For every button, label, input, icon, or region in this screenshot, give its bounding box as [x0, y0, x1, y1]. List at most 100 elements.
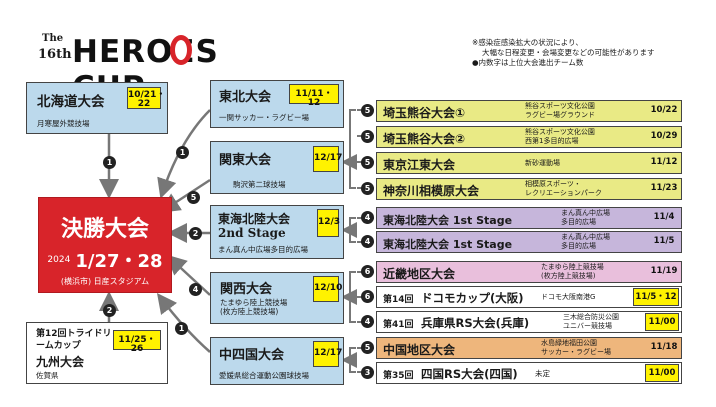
venue: 駒沢第二球技場: [233, 180, 286, 189]
tournament-name: 東海北陸大会 1st Stage: [383, 214, 513, 227]
tournament-tokai-2nd: 東海北陸大会 2nd Stage 12/3 まん真ん中広場多目的広場: [210, 205, 344, 259]
date-badge: 10/22: [649, 102, 679, 120]
venue: 三木総合防災公園 ユニバー競技場: [563, 313, 619, 330]
final-year: 2024: [47, 255, 71, 265]
date-badge: 11/11・12: [289, 84, 339, 108]
date-badge: 11/12: [649, 154, 679, 172]
qualify-count-chugoku: 5: [361, 341, 374, 354]
tournament-saitama-kumagaya-1: 埼玉熊谷大会① 熊谷スポーツ文化公園 ラグビー場グラウンド 10/22: [376, 100, 682, 122]
logo: The 16th HEROES CUP: [38, 33, 302, 106]
note-line-2: 大幅な日程変更・会場変更などの可能性があります: [482, 48, 655, 57]
logo-the: The: [42, 33, 64, 44]
tournament-name: 埼玉熊谷大会①: [383, 106, 466, 120]
tournament-kinki: 近畿地区大会 たまゆら陸上競技場 (枚方陸上競技場) 11/19: [376, 261, 682, 283]
date-badge: 12/17: [313, 146, 342, 172]
qualify-count-docomo: 6: [361, 290, 374, 303]
date-badge: 11/25・26: [113, 330, 161, 354]
date-badge: 12/3: [317, 209, 340, 237]
tournament-edition: 第14回: [383, 295, 414, 305]
logo-edition: 16th: [38, 47, 72, 62]
final-title: 決勝大会: [60, 217, 149, 242]
venue: 新砂運動場: [525, 159, 560, 167]
tournament-name: ドコモカップ(大阪): [421, 291, 524, 305]
tournament-name: 関西大会: [220, 282, 273, 297]
tournament-name: 中国地区大会: [383, 343, 456, 357]
date-badge: 12/17: [313, 341, 342, 367]
qualify-count-kanto: 5: [187, 191, 200, 204]
date-badge: 11/19: [649, 263, 679, 281]
date-badge: 11/5・12: [633, 288, 679, 306]
tournament-name: 兵庫県RS大会(兵庫): [421, 316, 530, 330]
qualify-count-hyogo: 4: [361, 315, 374, 328]
venue: 熊谷スポーツ文化公園 ラグビー場グラウンド: [525, 102, 595, 119]
venue: まん真ん中広場 多目的広場: [561, 233, 610, 250]
qualify-count-tokyo: 5: [361, 156, 374, 169]
date-badge: 11/00: [645, 313, 679, 331]
final-date-row: 2024 1/27・28: [39, 247, 171, 273]
qualify-count-kansai: 4: [189, 283, 202, 296]
qualify-count-kyushu: 2: [103, 304, 116, 317]
qualify-count-tokai-1st-b: 4: [361, 235, 374, 248]
qualify-count-saitama-1: 5: [361, 104, 374, 117]
tournament-tokai-1st-b: 東海北陸大会 1st Stage まん真ん中広場 多目的広場 11/5: [376, 231, 682, 253]
tournament-name: 四国RS大会(四国): [421, 367, 518, 381]
tournament-chugoku: 中国地区大会 水島緑地福田公園 サッカー・ラグビー場 11/18: [376, 337, 682, 359]
tournament-tokai-1st-a: 東海北陸大会 1st Stage まん真ん中広場 多目的広場 11/4: [376, 207, 682, 229]
qualify-count-kanagawa: 5: [361, 182, 374, 195]
tournament-hyogo-rs: 第41回 兵庫県RS大会(兵庫) 三木総合防災公園 ユニバー競技場 11/00: [376, 311, 682, 333]
tournament-name: 東北大会: [219, 90, 272, 105]
tournament-name: 東京江東大会: [383, 158, 456, 172]
tournament-saitama-kumagaya-2: 埼玉熊谷大会② 熊谷スポーツ文化公園 西第1多目的広場 10/29: [376, 126, 682, 148]
date-badge: 11/5: [649, 233, 679, 251]
qualify-count-shikoku: 3: [361, 366, 374, 379]
tournament-name: 関東大会: [219, 153, 272, 168]
qualify-count-tokai: 2: [189, 227, 202, 240]
tournament-edition: 第35回: [383, 371, 414, 381]
tournament-name: 九州大会: [36, 355, 85, 369]
date-badge: 11/00: [645, 364, 679, 382]
note-line-3: ●内数字は上位大会進出チーム数: [472, 58, 584, 67]
tournament-hokkaido: 北海道大会 10/21・22 月寒屋外競技場: [26, 82, 168, 134]
date-badge: 11/23: [649, 180, 679, 198]
tournament-edition: 第41回: [383, 320, 414, 330]
qualify-count-tohoku: 1: [176, 146, 189, 159]
venue: 佐賀県: [36, 371, 59, 380]
tournament-name: 中四国大会: [219, 348, 285, 363]
venue: 一関サッカー・ラグビー場: [219, 113, 309, 122]
qualify-count-saitama-2: 5: [361, 130, 374, 143]
final-venue: (横浜市) 日産スタジアム: [60, 277, 150, 286]
venue: 未定: [535, 369, 550, 378]
tournament-name-prefix: 第12回トライドリームカップ: [36, 329, 112, 351]
tournament-chushikoku: 中四国大会 12/17 愛媛県総合運動公園球技場: [210, 337, 344, 385]
venue: まん真ん中広場 多目的広場: [561, 209, 610, 226]
tournament-name: 神奈川相模原大会: [383, 184, 480, 198]
tournament-name: 東海北陸大会: [218, 212, 291, 226]
venue: ドコモ大阪南港G: [541, 293, 596, 301]
tournament-name: 東海北陸大会 1st Stage: [383, 238, 513, 251]
tournament-kyushu: 第12回トライドリームカップ 九州大会 11/25・26 佐賀県: [26, 322, 168, 384]
tournament-tohoku: 東北大会 11/11・12 一関サッカー・ラグビー場: [210, 80, 344, 128]
tournament-name: 埼玉熊谷大会②: [383, 132, 466, 146]
note-line-1: ※感染症感染拡大の状況により、: [472, 38, 583, 47]
venue: 愛媛県総合運動公園球技場: [219, 371, 309, 380]
date-badge: 11/18: [649, 339, 679, 357]
date-badge: 12/10: [313, 276, 342, 302]
final-tournament-box: 決勝大会 2024 1/27・28 (横浜市) 日産スタジアム: [38, 197, 172, 293]
venue: 相模原スポーツ・ レクリエーションパーク: [525, 180, 602, 197]
qualify-count-hokkaido: 1: [103, 156, 116, 169]
tournament-shikoku-rs: 第35回 四国RS大会(四国) 未定 11/00: [376, 362, 682, 384]
date-badge: 11/4: [649, 209, 679, 227]
header-notes: ※感染症感染拡大の状況により、 大幅な日程変更・会場変更などの可能性があります …: [472, 38, 655, 68]
qualify-count-kinki: 6: [361, 265, 374, 278]
venue: まん真ん中広場多目的広場: [218, 245, 308, 254]
tournament-kanto: 関東大会 12/17 駒沢第二球技場: [210, 141, 344, 194]
venue: 月寒屋外競技場: [37, 119, 90, 128]
tournament-kansai: 関西大会 12/10 たまゆら陸上競技場 (枚方陸上競技場): [210, 272, 344, 324]
qualify-count-chushikoku: 1: [175, 322, 188, 335]
date-badge: 10/29: [649, 128, 679, 146]
final-date: 1/27・28: [75, 251, 163, 272]
date-badge: 10/21・22: [127, 87, 165, 109]
logo-red-o: [170, 35, 192, 65]
venue: 水島緑地福田公園 サッカー・ラグビー場: [541, 339, 611, 356]
venue: たまゆら陸上競技場 (枚方陸上競技場): [541, 263, 604, 280]
